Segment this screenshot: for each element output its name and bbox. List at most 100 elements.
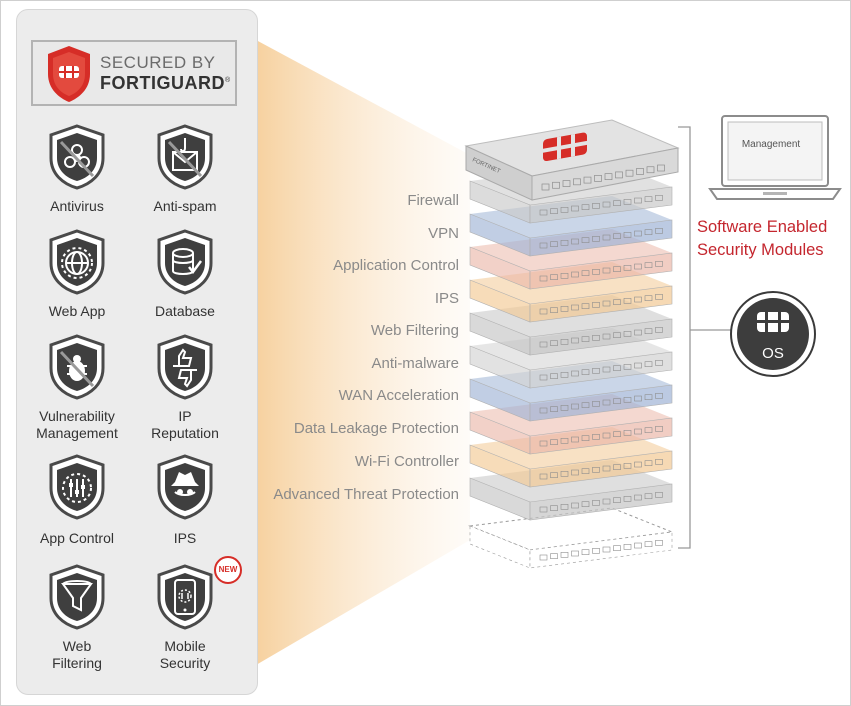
spy-icon — [157, 454, 213, 520]
port — [560, 471, 569, 477]
port — [592, 548, 600, 554]
port — [634, 263, 642, 270]
port — [613, 200, 621, 206]
port — [550, 208, 558, 214]
port — [583, 176, 592, 184]
software-enabled-line2: Security Modules — [697, 241, 824, 259]
port — [550, 406, 558, 412]
layer-slab-front — [529, 351, 673, 389]
layer-slab-front — [529, 219, 673, 257]
port — [623, 463, 632, 469]
port — [571, 469, 579, 476]
port — [539, 275, 548, 282]
port — [560, 438, 569, 444]
port — [602, 201, 611, 208]
badge-line1: SECURED BY — [100, 53, 216, 72]
port — [571, 436, 579, 443]
layer-slab-front — [529, 318, 673, 356]
layer-label: VPN — [428, 225, 459, 242]
port — [539, 308, 548, 315]
port — [560, 552, 569, 558]
module-label: Database — [130, 303, 240, 320]
port — [655, 540, 663, 546]
layer-slab-front — [529, 417, 673, 455]
port — [613, 497, 621, 503]
layer-slab-front — [529, 252, 673, 290]
port — [613, 266, 621, 272]
port — [613, 233, 621, 239]
port — [644, 328, 653, 334]
port — [623, 199, 632, 205]
appliance-logo-gap — [543, 140, 587, 153]
port — [602, 399, 611, 406]
base-slab-front — [529, 531, 673, 569]
port — [623, 430, 632, 436]
module-label-line: Antivirus — [50, 198, 104, 214]
layer-label: Wi-Fi Controller — [354, 453, 459, 470]
layer-label: Web Filtering — [370, 322, 459, 339]
port — [539, 506, 548, 513]
port — [634, 428, 642, 435]
module-label-line: Vulnerability — [39, 408, 115, 424]
port — [550, 553, 558, 559]
port — [571, 271, 579, 278]
port — [560, 339, 569, 345]
port — [613, 545, 621, 551]
layer-slab-front — [529, 483, 673, 521]
port — [539, 341, 548, 348]
layer-label: Firewall — [407, 192, 459, 209]
layer-label: IPS — [434, 290, 459, 307]
sliders-icon — [49, 454, 105, 520]
port — [581, 204, 590, 210]
layer-label: Data Leakage Protection — [293, 420, 459, 437]
port — [644, 295, 653, 301]
port — [613, 398, 621, 404]
module-label-line: Reputation — [151, 425, 219, 441]
port — [644, 460, 653, 466]
port — [602, 546, 611, 553]
port — [602, 366, 611, 373]
port — [581, 468, 590, 474]
port — [613, 431, 621, 437]
port — [655, 195, 663, 201]
port — [602, 267, 611, 274]
module-label-line: IPS — [173, 530, 197, 546]
port — [623, 232, 632, 238]
port — [581, 237, 590, 243]
port — [602, 465, 611, 472]
new-badge: NEW — [214, 556, 242, 584]
port — [644, 493, 653, 499]
port — [571, 304, 579, 311]
port — [539, 440, 548, 447]
port — [550, 505, 558, 511]
port — [655, 327, 663, 333]
port — [655, 360, 663, 366]
port — [644, 262, 653, 268]
port — [581, 270, 590, 276]
port — [655, 459, 663, 465]
module-label: Anti-spam — [130, 198, 240, 215]
port — [592, 302, 600, 308]
port — [623, 364, 632, 370]
port — [562, 180, 571, 187]
port — [571, 370, 579, 377]
port — [634, 542, 642, 549]
module-label-line: Management — [36, 425, 118, 441]
port — [634, 494, 642, 501]
port — [592, 236, 600, 242]
module-label-line: Web App — [48, 303, 106, 319]
web-gear-icon — [49, 229, 105, 295]
port — [655, 492, 663, 498]
software-enabled-line1: Software Enabled — [697, 218, 828, 236]
port — [594, 175, 602, 182]
port — [541, 183, 550, 191]
port — [634, 395, 642, 402]
module-label-line: Database — [155, 303, 215, 319]
port — [623, 496, 632, 502]
port — [560, 306, 569, 312]
port — [613, 299, 621, 305]
port — [571, 403, 579, 410]
database-icon — [157, 229, 213, 295]
